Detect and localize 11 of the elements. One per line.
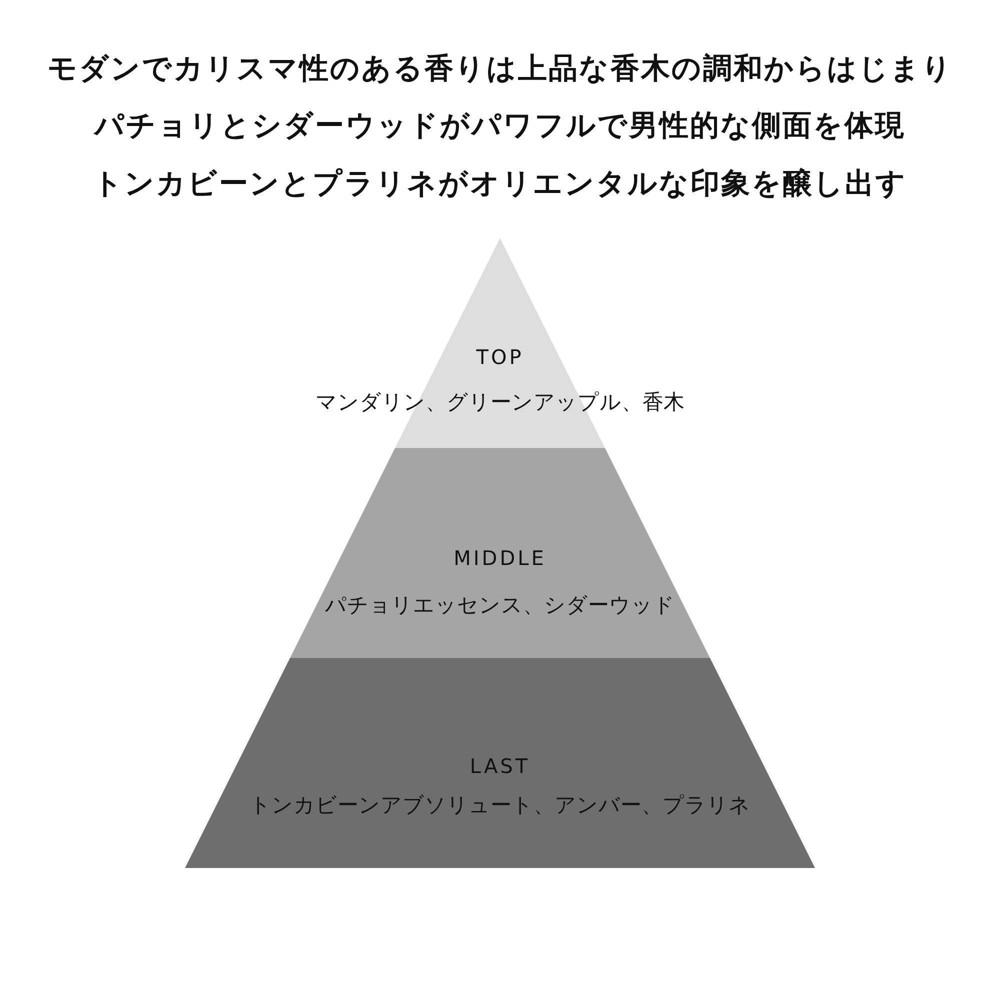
tier-title: LAST <box>470 754 530 778</box>
pyramid-tier <box>290 448 710 658</box>
heading-text: トンカビーンとプラリネがオリエンタルな印象を醸し出す <box>93 165 907 201</box>
note-list: トンカビーンアブソリュート、アンバー、プラリネ <box>250 792 750 818</box>
note-list: マンダリン、グリーンアップル、香木 <box>316 389 684 415</box>
note-list: パチョリエッセンス、シダーウッド <box>325 592 675 618</box>
tier-title: TOP <box>476 345 524 369</box>
tier-title: MIDDLE <box>454 546 546 570</box>
heading-text: モダンでカリスマ性のある香りは上品な香木の調和からはじまり <box>47 50 953 86</box>
pyramid-tier <box>185 658 815 868</box>
heading-text: パチョリとシダーウッドがパワフルで男性的な側面を体現 <box>94 107 906 143</box>
